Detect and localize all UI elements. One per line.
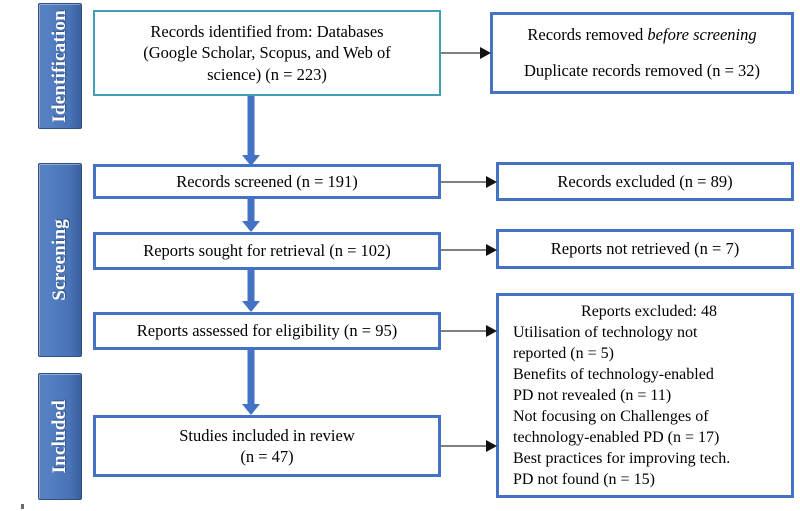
reports-excluded-reason-line-1: Utilisation of technology not [513, 323, 698, 341]
arrow-sought-to-not-retrieved [441, 243, 497, 257]
arrow-screened-to-sought [241, 199, 261, 232]
reports-assessed-text: Reports assessed for eligibility (n = 95… [136, 321, 398, 341]
box-records-screened: Records screened (n = 191) [93, 164, 441, 199]
reports-not-retrieved-text: Reports not retrieved (n = 7) [550, 239, 740, 259]
reports-excluded-reason-line-8: PD not found (n = 15) [513, 471, 655, 489]
box-reports-assessed: Reports assessed for eligibility (n = 95… [93, 312, 441, 350]
arrow-identified-to-screened [241, 96, 261, 166]
records-screened-text: Records screened (n = 191) [176, 171, 358, 191]
records-removed-line-1: Records removed before screening [527, 24, 756, 45]
stage-tab-screening: Screening [38, 163, 82, 357]
studies-included-line-2: (n = 47) [240, 447, 294, 466]
reports-excluded-reason-line-3: Benefits of technology-enabled [513, 365, 714, 383]
arrow-assessed-to-reports-excluded [441, 324, 497, 338]
records-removed-prefix: Records removed [527, 25, 648, 45]
records-identified-line-1: Records identified from: Databases [150, 21, 384, 41]
records-identified-line-2: (Google Scholar, Scopus, and Web of [143, 43, 391, 63]
stage-tab-screening-label: Screening [49, 219, 70, 301]
box-records-identified: Records identified from: Databases (Goog… [93, 10, 441, 96]
box-reports-excluded: Reports excluded: 48 Utilisation of tech… [496, 293, 794, 498]
stage-tab-identification: Identification [38, 3, 82, 129]
box-reports-sought: Reports sought for retrieval (n = 102) [93, 232, 441, 270]
arrow-assessed-to-included [241, 350, 261, 415]
reports-excluded-heading: Reports excluded: 48 [581, 302, 717, 320]
arrow-identified-to-removed [441, 46, 491, 60]
reports-excluded-reason-line-6: technology-enabled PD (n = 17) [513, 429, 720, 447]
page-artifact-speck [21, 504, 24, 509]
reports-sought-text: Reports sought for retrieval (n = 102) [143, 241, 391, 261]
reports-excluded-reason-line-5: Not focusing on Challenges of [513, 408, 709, 426]
box-records-excluded: Records excluded (n = 89) [496, 162, 794, 201]
records-excluded-text: Records excluded (n = 89) [557, 171, 733, 191]
stage-tab-identification-label: Identification [49, 9, 70, 123]
arrow-included-to-reports-excluded [441, 439, 497, 453]
records-removed-italic: before screening [647, 25, 757, 45]
stage-tab-included: Included [38, 373, 82, 500]
stage-tab-included-label: Included [49, 399, 70, 474]
arrow-sought-to-assessed [241, 270, 261, 312]
records-identified-line-3: science) (n = 223) [207, 64, 327, 84]
studies-included-line-1: Studies included in review [179, 425, 355, 445]
box-records-removed: Records removed before screening Duplica… [490, 12, 794, 94]
arrow-screened-to-excluded [441, 175, 497, 189]
reports-excluded-reason-line-4: PD not revealed (n = 11) [513, 386, 672, 404]
reports-excluded-reason-line-2: reported (n = 5) [513, 344, 614, 362]
records-removed-line-2: Duplicate records removed (n = 32) [523, 61, 761, 81]
box-reports-not-retrieved: Reports not retrieved (n = 7) [496, 229, 794, 269]
box-studies-included: Studies included in review (n = 47) [93, 415, 441, 477]
reports-excluded-reason-line-7: Best practices for improving tech. [513, 450, 731, 468]
